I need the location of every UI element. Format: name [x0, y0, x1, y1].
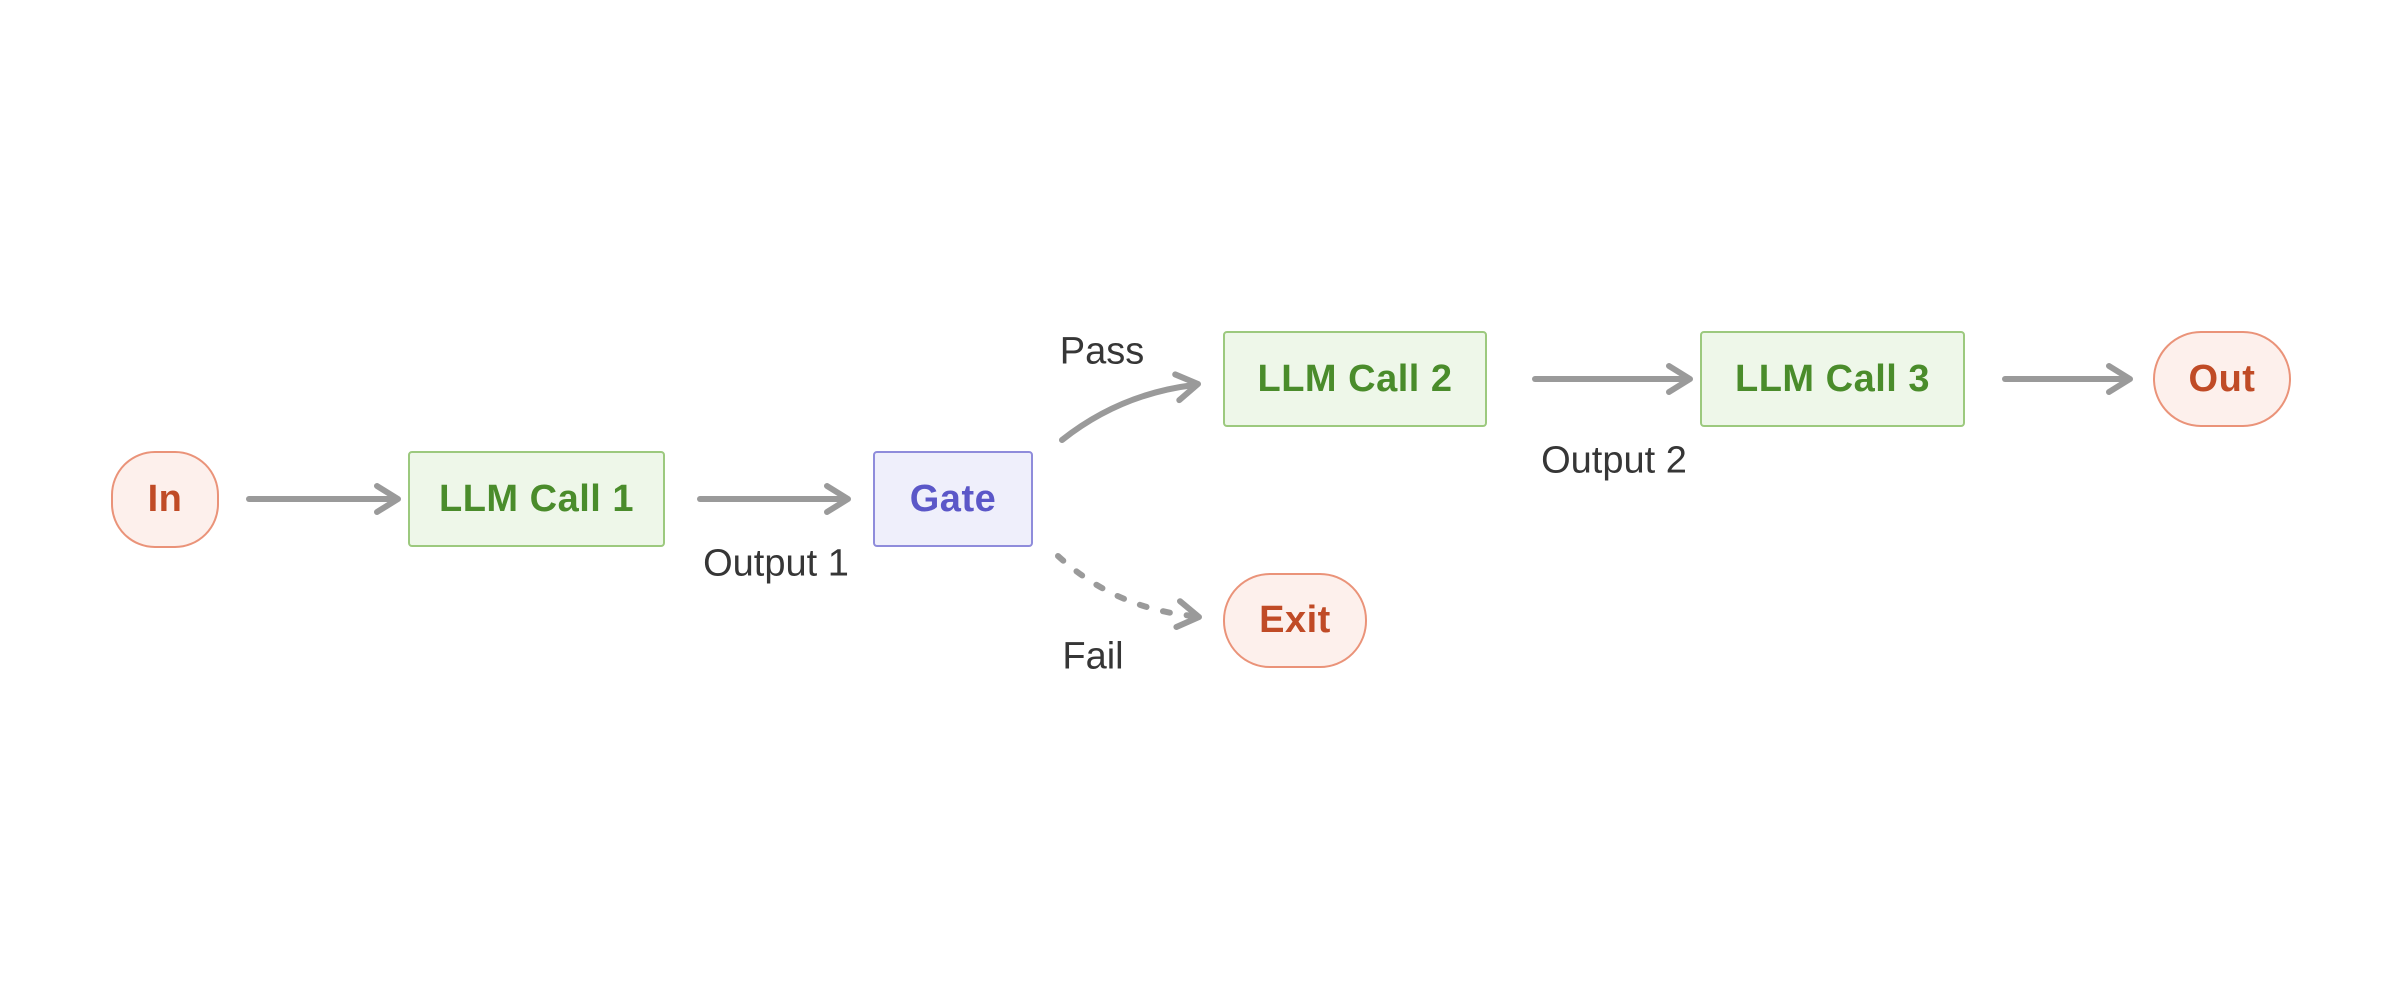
arrowhead-icon — [2106, 363, 2133, 395]
node-llm-call-1-label: LLM Call 1 — [438, 477, 635, 520]
node-out: Out — [2153, 331, 2291, 427]
node-out-label: Out — [2188, 357, 2256, 400]
node-llm-call-3-label: LLM Call 3 — [1734, 357, 1931, 400]
edge-label-output-1: Output 1 — [703, 542, 849, 585]
edge-llm1-to-gate — [697, 483, 851, 515]
edge-llm2-to-llm3 — [1532, 363, 1693, 395]
node-llm-call-3: LLM Call 3 — [1700, 331, 1965, 427]
node-exit-label: Exit — [1259, 599, 1331, 641]
edge-in-to-llm1 — [246, 483, 401, 515]
edge-label-fail: Fail — [1062, 635, 1124, 678]
node-in: In — [111, 451, 219, 548]
arrowhead-icon — [1172, 371, 1201, 404]
edge-llm3-to-out — [2002, 363, 2133, 395]
node-llm-call-1: LLM Call 1 — [408, 451, 665, 547]
node-gate: Gate — [873, 451, 1033, 547]
arrowhead-icon — [374, 483, 401, 515]
arrowhead-icon — [1666, 363, 1693, 395]
edge-gate-to-exit-fail — [1055, 553, 1202, 630]
node-exit: Exit — [1223, 573, 1367, 668]
node-gate-label: Gate — [909, 477, 997, 520]
arrowhead-icon — [824, 483, 851, 515]
arrowhead-icon — [1173, 598, 1202, 630]
edge-label-output-2: Output 2 — [1541, 439, 1687, 482]
edge-label-pass: Pass — [1059, 330, 1145, 373]
edge-gate-to-llm2-pass — [1059, 371, 1201, 443]
node-llm-call-2: LLM Call 2 — [1223, 331, 1487, 427]
node-in-label: In — [147, 478, 183, 520]
node-llm-call-2-label: LLM Call 2 — [1257, 357, 1453, 400]
